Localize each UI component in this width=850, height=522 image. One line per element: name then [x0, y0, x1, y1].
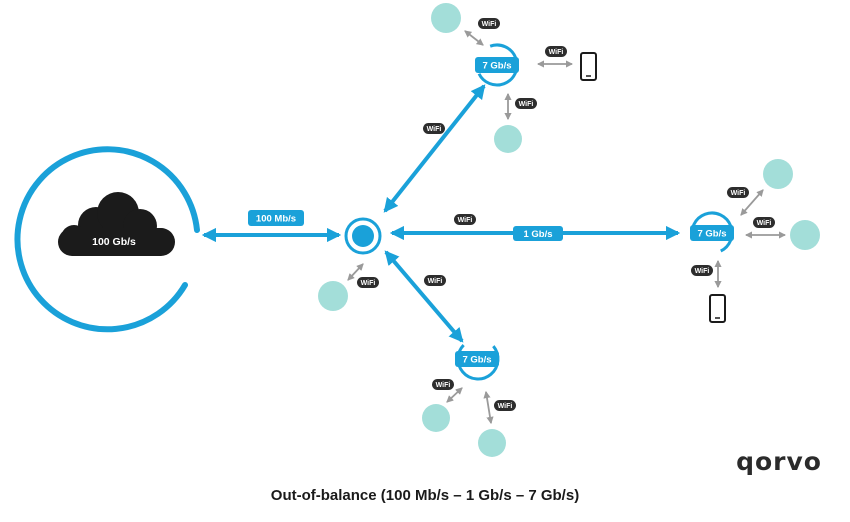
wifi-badge-label: WiFi — [427, 126, 442, 133]
smartphone-icon — [580, 52, 597, 81]
mesh-node-right-label: 7 Gb/s — [697, 229, 726, 240]
wifi-badge-icon: WiFi — [432, 379, 454, 390]
wan-link-label-text: 100 Mb/s — [256, 214, 296, 225]
backhaul-arrow-bottom — [384, 250, 464, 343]
backhaul-arrow-top — [383, 84, 486, 213]
diagram-caption: Out-of-balance (100 Mb/s – 1 Gb/s – 7 Gb… — [270, 487, 580, 504]
client-device-icon — [318, 281, 348, 311]
client-device-icon — [422, 404, 450, 432]
wifi-badge-icon: WiFi — [357, 277, 379, 288]
router-icon — [344, 217, 382, 255]
wifi-client-arrows — [347, 30, 787, 425]
wifi-badge-icon: WiFi — [515, 98, 537, 109]
backhaul-right-label-text: 1 Gb/s — [523, 229, 552, 240]
wifi-badge-icon: WiFi — [454, 214, 476, 225]
cloud-ring — [14, 146, 200, 333]
mesh-node-right: 7 Gb/s — [690, 211, 734, 255]
cloud-icon — [58, 192, 175, 256]
mesh-node-top-label: 7 Gb/s — [482, 61, 511, 72]
wifi-badge-icon: WiFi — [424, 275, 446, 286]
wifi-badge-label: WiFi — [757, 220, 772, 227]
mesh-node-top: 7 Gb/s — [475, 43, 519, 87]
client-device-icon — [494, 125, 522, 153]
wifi-badge-label: WiFi — [482, 21, 497, 28]
client-device-icon — [431, 3, 461, 33]
client-device-icon — [763, 159, 793, 189]
wifi-badge-label: WiFi — [361, 280, 376, 287]
wifi-badge-label: WiFi — [458, 217, 473, 224]
client-device-icon — [478, 429, 506, 457]
wifi-badge-label: WiFi — [695, 268, 710, 275]
wifi-badge-label: WiFi — [549, 49, 564, 56]
wifi-badge-icon: WiFi — [494, 400, 516, 411]
cloud-label: 100 Gb/s — [92, 236, 136, 248]
wan-link-label: 100 Mb/s — [248, 210, 304, 226]
wifi-badge-icon: WiFi — [727, 187, 749, 198]
wifi-badge-icon: WiFi — [478, 18, 500, 29]
wifi-badge-label: WiFi — [428, 278, 443, 285]
backhaul-right-label: 1 Gb/s — [513, 226, 563, 241]
mesh-node-bottom-label: 7 Gb/s — [462, 355, 491, 366]
wifi-badge-icon: WiFi — [545, 46, 567, 57]
client-device-icon — [790, 220, 820, 250]
smartphone-icon — [709, 294, 726, 323]
mesh-node-bottom: 7 Gb/s — [455, 337, 500, 381]
wifi-badge-label: WiFi — [519, 101, 534, 108]
qorvo-logo: qorvo — [736, 447, 822, 476]
wifi-badge-label: WiFi — [498, 403, 513, 410]
wifi-badge-icon: WiFi — [423, 123, 445, 134]
wifi-badge-label: WiFi — [731, 190, 746, 197]
wifi-badge-icon: WiFi — [691, 265, 713, 276]
wifi-badge-icon: WiFi — [753, 217, 775, 228]
wifi-badge-label: WiFi — [436, 382, 451, 389]
